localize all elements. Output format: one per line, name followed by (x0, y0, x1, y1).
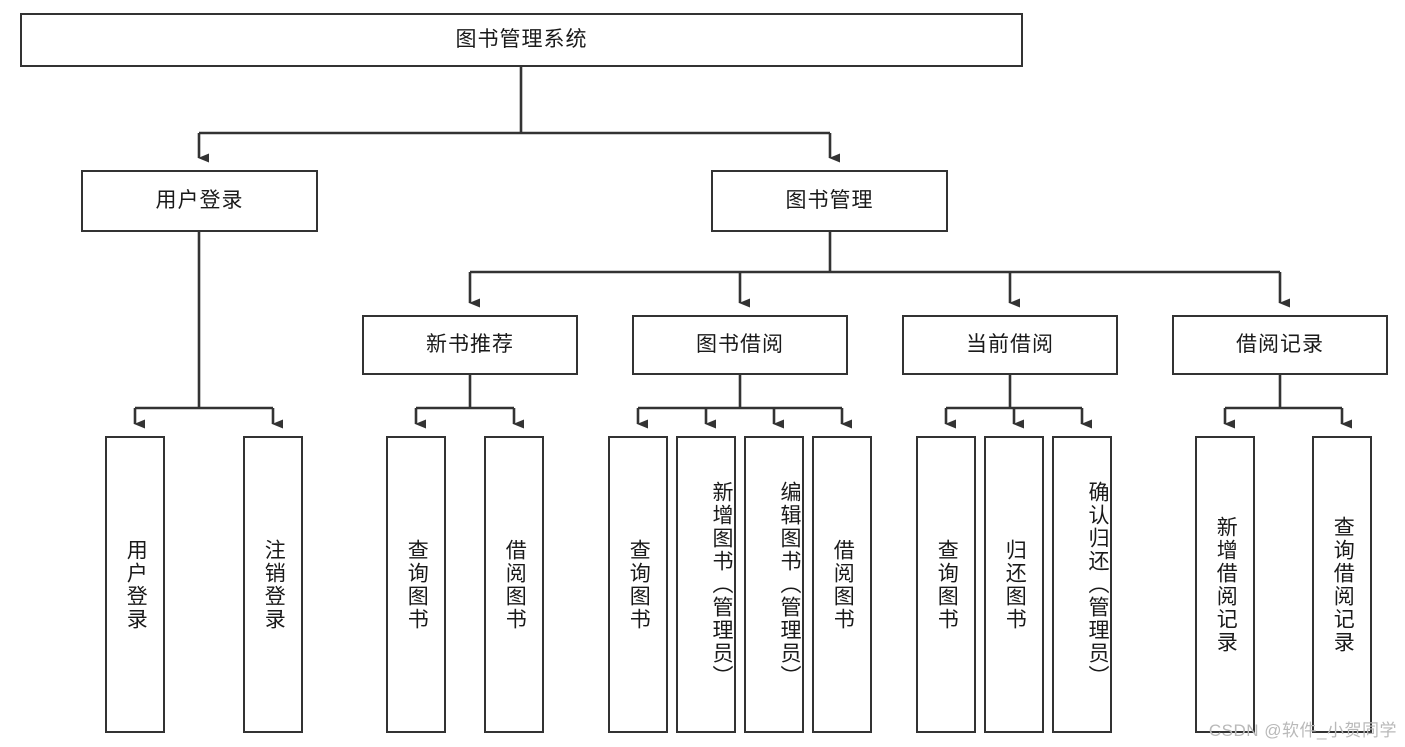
leaf-query-book-borrow[interactable]: 查询图书 (608, 436, 668, 733)
leaf-query-book-current[interactable]: 查询图书 (916, 436, 976, 733)
leaf-query-book-newbook[interactable]: 查询图书 (386, 436, 446, 733)
leaf-confirm-return-admin[interactable]: 确认归还（管理员） (1052, 436, 1112, 733)
node-book-management[interactable]: 图书管理 (711, 170, 948, 232)
leaf-return-book[interactable]: 归还图书 (984, 436, 1044, 733)
leaf-logout[interactable]: 注销登录 (243, 436, 303, 733)
leaf-query-borrow-record[interactable]: 查询借阅记录 (1312, 436, 1372, 733)
leaf-add-book-admin[interactable]: 新增图书（管理员） (676, 436, 736, 733)
node-user-login[interactable]: 用户登录 (81, 170, 318, 232)
node-new-book-recommend[interactable]: 新书推荐 (362, 315, 578, 375)
leaf-borrow-book-borrow[interactable]: 借阅图书 (812, 436, 872, 733)
leaf-edit-book-admin[interactable]: 编辑图书（管理员） (744, 436, 804, 733)
csdn-watermark: CSDN @软件_小贺同学 (1208, 721, 1397, 740)
node-book-borrow[interactable]: 图书借阅 (632, 315, 848, 375)
node-borrow-record[interactable]: 借阅记录 (1172, 315, 1388, 375)
leaf-borrow-book-newbook[interactable]: 借阅图书 (484, 436, 544, 733)
node-root-book-management-system[interactable]: 图书管理系统 (20, 13, 1023, 67)
leaf-user-login[interactable]: 用户登录 (105, 436, 165, 733)
node-current-borrow[interactable]: 当前借阅 (902, 315, 1118, 375)
leaf-add-borrow-record[interactable]: 新增借阅记录 (1195, 436, 1255, 733)
